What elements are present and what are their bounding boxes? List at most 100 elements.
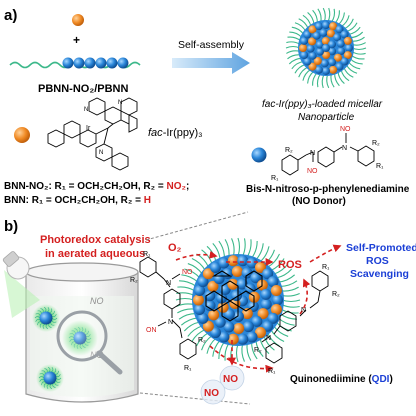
polymer-hair: [291, 26, 305, 35]
polymer-hair: [281, 304, 300, 308]
ir-loaded-bead: [270, 303, 282, 315]
polymer-bead: [236, 278, 248, 290]
polymer-bead: [300, 51, 309, 60]
polymer-bead: [337, 47, 346, 56]
polymer-bead: [222, 267, 234, 279]
polymer-bead: [327, 40, 336, 49]
bnn-no2-text: BNN-NO₂: R₁ = OCH₂CH₂OH, R₂ =: [4, 181, 166, 192]
polymer-hair: [307, 12, 315, 25]
polymer-bead: [322, 44, 330, 52]
polymer-bead: [250, 272, 262, 284]
left-r1-top: R₁: [143, 251, 151, 258]
polymer-bead: [335, 25, 344, 34]
polymer-bead: [262, 268, 274, 280]
polymer-bead: [194, 285, 206, 297]
polymer-hair: [326, 73, 330, 89]
ir-loaded-bead: [227, 333, 239, 345]
polymer-hair: [187, 325, 203, 337]
left-donor-structure: [139, 256, 197, 360]
polymer-hair: [201, 249, 213, 265]
ir-loaded-bead: [227, 255, 239, 267]
polymer-hair: [351, 47, 367, 51]
polymer-bead: [316, 47, 325, 56]
ir-loaded-bead: [202, 320, 214, 332]
left-on-bottom: ON: [146, 327, 157, 334]
ir-loaded-bead: [299, 44, 308, 52]
ir-loaded-bead: [217, 301, 229, 313]
no-donor-sphere-icon: [251, 147, 267, 163]
ir-loaded-bead: [329, 65, 338, 74]
donor-name: Bis-N-nitroso-p-phenylenediamine: [246, 184, 410, 195]
plus-sign: +: [73, 33, 80, 47]
polymer-bead: [232, 311, 244, 323]
polymer-hair: [224, 239, 230, 258]
polymer-hair: [270, 329, 285, 342]
micelle-rest: -Ir(ppy)₃-loaded micellar: [275, 99, 382, 110]
zoom-line-top: [145, 211, 249, 241]
mini-micelle-icon: [34, 306, 58, 330]
ir-loaded-bead: [202, 268, 214, 280]
ir-loaded-bead: [231, 265, 243, 277]
polymer-hair: [316, 73, 322, 88]
polymer-label: PBNN-NO₂/PBNN: [38, 83, 129, 95]
polymer-bead: [328, 47, 337, 56]
polymer-hair: [224, 342, 230, 361]
polymer-bead: [260, 288, 272, 300]
polymer-hair: [231, 238, 235, 257]
polymer-hair: [351, 42, 366, 46]
ros-label: ROS: [278, 259, 302, 271]
polymer-hair: [246, 239, 252, 258]
polymer-hair: [291, 60, 304, 70]
bnn-red: H: [144, 195, 151, 206]
light-bulb-icon: [2, 251, 40, 318]
polymer-hair: [286, 50, 301, 54]
polymer-bead: [204, 300, 216, 312]
polymer-hair: [347, 61, 361, 70]
polymer-hair: [175, 297, 195, 301]
polymer-hair: [259, 246, 270, 263]
polymer-bead: [340, 57, 349, 66]
micelle-nanoparticle-icon: [285, 7, 367, 89]
polymer-bead: [210, 261, 222, 273]
polymer-hair: [312, 72, 318, 86]
micelle-label-line2: Nanoparticle: [298, 112, 355, 123]
polymer-bead: [197, 312, 209, 324]
polymer-bead: [303, 30, 312, 39]
bnn-no2-end: ;: [186, 181, 189, 192]
self-assembly-arrow-icon: [172, 52, 250, 74]
polymer-hair: [330, 73, 335, 88]
polymer-bead: [237, 333, 249, 345]
polymer-bead: [303, 57, 312, 66]
qdi-r2-bottom: R₂: [254, 347, 262, 354]
scavenging-arrow: [309, 244, 342, 263]
polymer-hair: [321, 73, 325, 89]
magnifier-icon: [56, 310, 123, 375]
ir-loaded-bead: [308, 62, 317, 71]
panel-a-label: a): [4, 7, 17, 24]
ir-loaded-bead: [192, 294, 204, 306]
polymer-hair: [327, 7, 331, 23]
polymer-hair: [351, 51, 366, 55]
polymer-hair: [288, 57, 303, 65]
polymer-bead: [267, 312, 279, 324]
donor-r1-right: R₁: [376, 163, 384, 170]
left-n-top: N: [166, 280, 171, 287]
bnn-text: BNN: R₁ = OCH₂CH₂OH, R₂ =: [4, 195, 144, 206]
donor-n1: N: [310, 150, 315, 157]
polymer-bead: [320, 59, 329, 68]
bnn-no2-red: NO₂: [166, 181, 185, 192]
polymer-bead: [194, 303, 206, 315]
qdi-structure: [261, 270, 329, 364]
polymer-bead: [197, 276, 209, 288]
polymer-bead: [223, 321, 235, 333]
beaker-no-label-1: NO: [90, 296, 104, 306]
donor-no2: NO: [340, 126, 351, 133]
polymer-bead: [242, 321, 254, 333]
ir-loaded-bead: [233, 323, 245, 335]
panel-b-label: b): [4, 218, 18, 235]
ir-loaded-bead: [241, 308, 253, 320]
polymer-bead: [237, 255, 249, 267]
polymer-bead: [204, 290, 216, 302]
polymer-bead: [319, 28, 328, 37]
n-atom-3: N: [99, 150, 103, 156]
